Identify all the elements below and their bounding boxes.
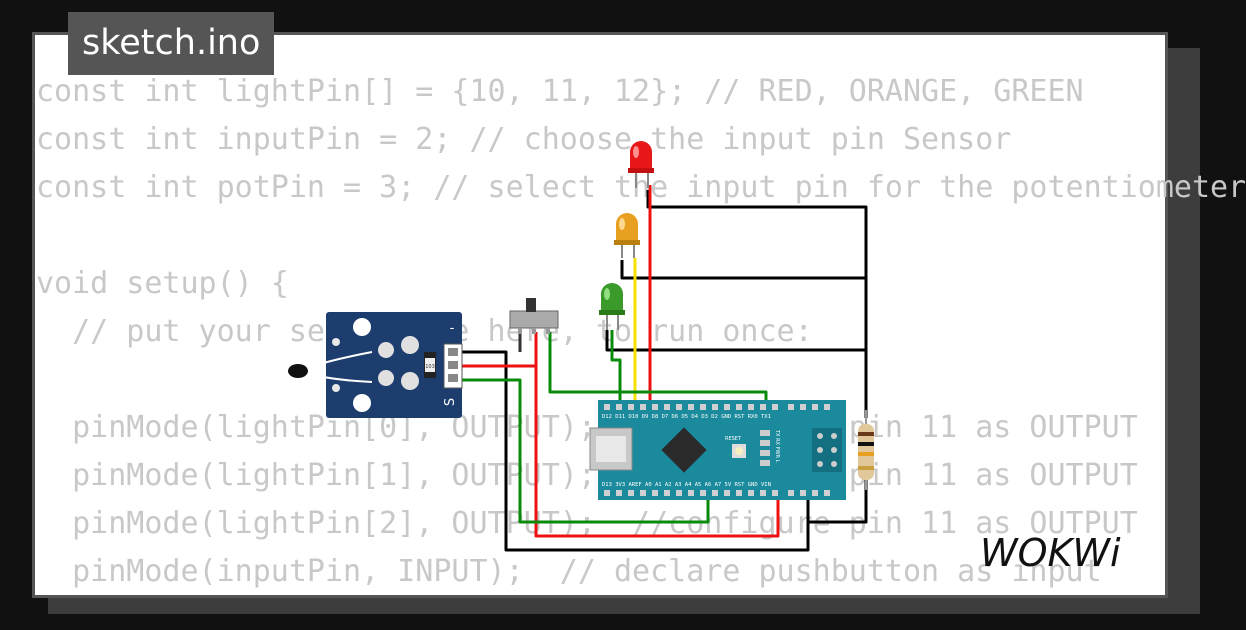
arduino-led-labels: TX RX PWR L bbox=[774, 429, 780, 463]
file-tab-label: sketch.ino bbox=[82, 23, 261, 63]
circuit-diagram: 103 S - bbox=[288, 141, 874, 552]
arduino-nano-board[interactable]: D12 D11 D10 D9 D8 D7 D6 D5 D4 D3 D2 GND … bbox=[589, 400, 846, 500]
code-line: pinMode(lightPin[2], OUTPUT); //configur… bbox=[36, 506, 1138, 541]
sensor-signal-label: S bbox=[443, 398, 458, 406]
wire-black-top bbox=[646, 190, 868, 418]
led-green[interactable] bbox=[599, 283, 625, 330]
code-line: pinMode(inputPin, INPUT); // declare pus… bbox=[36, 554, 1102, 589]
code-view: const int lightPin[] = {10, 11, 12}; // … bbox=[36, 68, 1246, 596]
thermistor[interactable] bbox=[288, 351, 373, 383]
arduino-top-pin-labels: D12 D11 D10 D9 D8 D7 D6 D5 D4 D3 D2 GND … bbox=[602, 414, 771, 420]
code-line: const int inputPin = 2; // choose the in… bbox=[36, 122, 1012, 157]
code-line: const int potPin = 3; // select the inpu… bbox=[36, 170, 1246, 205]
led-orange[interactable] bbox=[614, 213, 640, 258]
code-line: const int lightPin[] = {10, 11, 12}; // … bbox=[36, 74, 1084, 109]
wire-green-led bbox=[610, 330, 622, 406]
arduino-bottom-pin-labels: D13 3V3 AREF A0 A1 A2 A3 A4 A5 A6 A7 5V … bbox=[602, 482, 771, 488]
code-line: void setup() { bbox=[36, 266, 289, 301]
sensor-resistor-code: 103 bbox=[425, 364, 435, 370]
wire-black-mid bbox=[620, 260, 866, 280]
wire-green-switch bbox=[548, 332, 768, 406]
wokwi-logo: WOKWi bbox=[980, 531, 1121, 575]
temperature-sensor-module[interactable]: 103 S - bbox=[326, 312, 463, 418]
arduino-reset-label: RESET bbox=[725, 436, 742, 442]
wire-red-sensor bbox=[450, 364, 780, 538]
slide-switch[interactable] bbox=[509, 298, 559, 334]
wire-black-low bbox=[605, 330, 866, 352]
file-tab[interactable]: sketch.ino bbox=[68, 12, 275, 75]
led-red[interactable] bbox=[628, 141, 654, 188]
wire-black-bottom bbox=[806, 480, 868, 524]
resistor[interactable] bbox=[858, 410, 874, 490]
wire-black-sensor bbox=[448, 350, 810, 552]
wokwi-logo-text: WOKWi bbox=[980, 531, 1121, 575]
sensor-minus-label: - bbox=[450, 321, 455, 336]
wire-green-sensor bbox=[450, 378, 710, 524]
